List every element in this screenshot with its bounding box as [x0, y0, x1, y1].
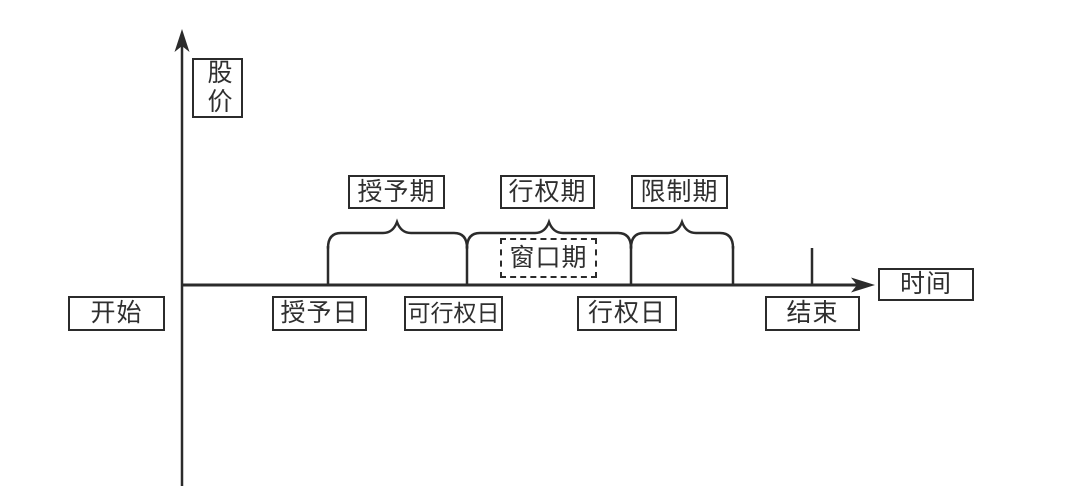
grant-date-label: 授予日 [280, 300, 359, 327]
brace-grant-period [326, 218, 469, 250]
end-label: 结束 [786, 300, 839, 327]
exercise-period-box: 行权期 [500, 175, 595, 209]
start-label: 开始 [90, 300, 143, 327]
grant-period-box: 授予期 [348, 175, 445, 209]
brace-exercise-period [465, 218, 633, 250]
y-axis-label-box: 股价 [192, 58, 243, 118]
window-period-label: 窗口期 [509, 244, 588, 272]
x-axis-arrow-icon [851, 277, 875, 293]
start-box: 开始 [68, 296, 165, 331]
exercise-period-label: 行权期 [508, 178, 587, 206]
restriction-period-box: 限制期 [631, 175, 728, 209]
exercisable-date-box: 可行权日 [404, 296, 503, 331]
brace-restriction-period [629, 218, 735, 250]
restriction-period-label: 限制期 [640, 178, 719, 206]
x-axis-label: 时间 [899, 271, 952, 298]
x-axis-label-box: 时间 [878, 268, 974, 301]
grant-date-box: 授予日 [272, 296, 367, 331]
grant-period-label: 授予期 [357, 178, 436, 206]
y-axis-label: 股价 [204, 59, 231, 117]
exercisable-date-label: 可行权日 [407, 301, 500, 326]
exercise-date-box: 行权日 [577, 296, 677, 331]
window-period-box: 窗口期 [500, 238, 597, 278]
y-axis-arrow-icon [174, 29, 190, 52]
exercise-date-label: 行权日 [587, 300, 666, 327]
end-box: 结束 [765, 296, 860, 331]
